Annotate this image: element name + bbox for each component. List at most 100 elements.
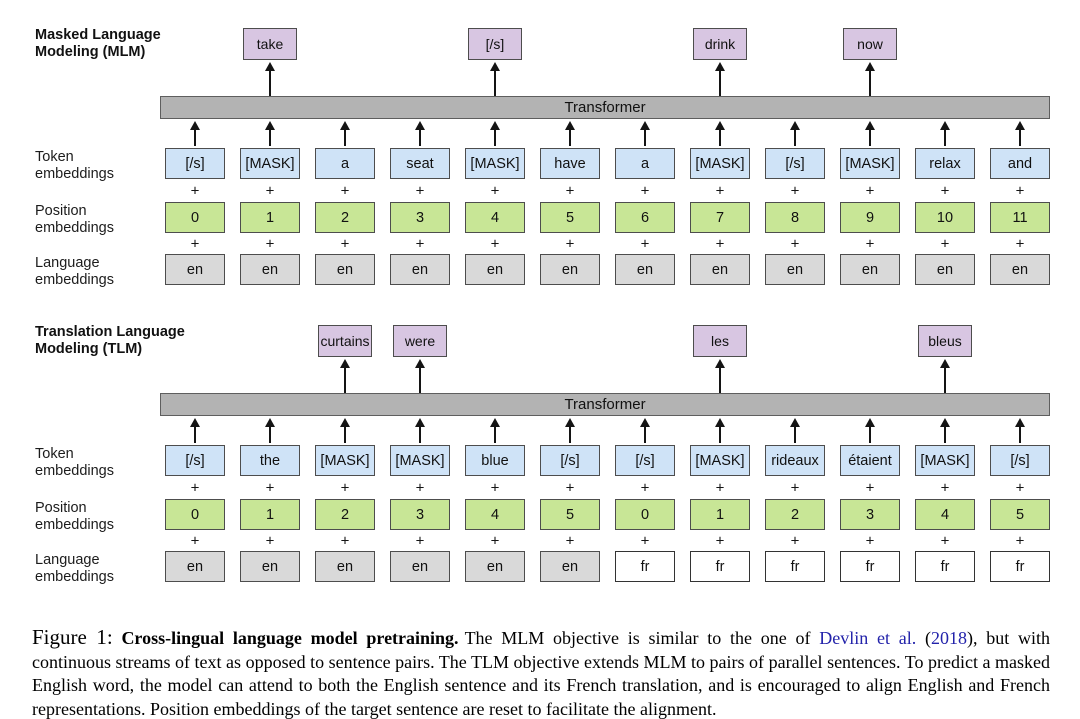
prediction-box: now [843, 28, 897, 60]
token-box: [MASK] [465, 148, 525, 179]
token-box: [MASK] [390, 445, 450, 476]
language-box: en [315, 551, 375, 582]
language-box: en [990, 254, 1050, 285]
language-box: fr [615, 551, 675, 582]
plus-sign: + [790, 532, 800, 549]
arrow-head [340, 359, 350, 368]
input-arrow [865, 418, 875, 443]
caption-bold-title: Cross-lingual language model pretraining… [121, 628, 459, 648]
arrow-head [565, 418, 575, 427]
arrow-shaft [644, 424, 646, 443]
arrow-head [415, 418, 425, 427]
arrow-head [490, 418, 500, 427]
language-box: fr [840, 551, 900, 582]
plus-sign: + [565, 479, 575, 496]
language-box: en [390, 254, 450, 285]
arrow-head [1015, 121, 1025, 130]
prediction-arrow [940, 359, 950, 393]
plus-sign: + [640, 532, 650, 549]
caption-body-after-cite: , but with continuous streams of text as… [32, 628, 1051, 719]
token-box: [/s] [615, 445, 675, 476]
prediction-box: les [693, 325, 747, 357]
input-arrow [340, 121, 350, 146]
citation-year-link[interactable]: 2018 [931, 628, 967, 648]
plus-sign: + [1015, 182, 1025, 199]
arrow-shaft [419, 365, 421, 393]
token-box: [/s] [765, 148, 825, 179]
arrow-head [415, 359, 425, 368]
plus-sign: + [715, 235, 725, 252]
plus-sign: + [190, 182, 200, 199]
plus-sign: + [1015, 532, 1025, 549]
arrow-shaft [569, 424, 571, 443]
prediction-arrow [265, 62, 275, 96]
arrow-shaft [719, 424, 721, 443]
citation-authors-link[interactable]: Devlin et al. [819, 628, 917, 648]
token-box: blue [465, 445, 525, 476]
token-box: a [615, 148, 675, 179]
arrow-head [1015, 418, 1025, 427]
arrow-shaft [269, 68, 271, 96]
plus-sign: + [265, 182, 275, 199]
plus-sign: + [940, 479, 950, 496]
arrow-head [190, 121, 200, 130]
arrow-shaft [944, 127, 946, 146]
language-box: en [615, 254, 675, 285]
input-arrow [565, 418, 575, 443]
input-arrow [1015, 418, 1025, 443]
plus-sign: + [490, 532, 500, 549]
arrow-head [790, 121, 800, 130]
input-arrow [490, 121, 500, 146]
input-arrow [265, 418, 275, 443]
prediction-arrow [490, 62, 500, 96]
arrow-shaft [269, 424, 271, 443]
position-box: 5 [990, 499, 1050, 530]
language-box: en [765, 254, 825, 285]
arrow-shaft [569, 127, 571, 146]
input-arrow [940, 418, 950, 443]
language-box: en [690, 254, 750, 285]
plus-sign: + [415, 235, 425, 252]
position-box: 11 [990, 202, 1050, 233]
position-box: 1 [240, 499, 300, 530]
arrow-shaft [794, 127, 796, 146]
plus-sign: + [715, 479, 725, 496]
input-arrow [640, 121, 650, 146]
arrow-head [940, 359, 950, 368]
plus-sign: + [940, 235, 950, 252]
arrow-head [415, 121, 425, 130]
input-arrow [415, 121, 425, 146]
prediction-arrow [415, 359, 425, 393]
language-box: fr [690, 551, 750, 582]
language-box: en [165, 551, 225, 582]
plus-sign: + [640, 235, 650, 252]
arrow-head [865, 62, 875, 71]
arrow-head [265, 121, 275, 130]
input-arrow [490, 418, 500, 443]
language-box: en [240, 551, 300, 582]
figure-number-label: Figure 1: [32, 625, 113, 649]
arrow-shaft [269, 127, 271, 146]
arrow-shaft [869, 68, 871, 96]
token-box: rideaux [765, 445, 825, 476]
mlm-transformer-bar: Transformer [160, 96, 1050, 119]
language-box: fr [990, 551, 1050, 582]
arrow-head [715, 62, 725, 71]
input-arrow [640, 418, 650, 443]
token-box: seat [390, 148, 450, 179]
arrow-shaft [344, 365, 346, 393]
arrow-shaft [719, 365, 721, 393]
plus-sign: + [865, 235, 875, 252]
token-box: étaient [840, 445, 900, 476]
arrow-head [340, 121, 350, 130]
arrow-head [640, 121, 650, 130]
prediction-box: take [243, 28, 297, 60]
plus-sign: + [715, 182, 725, 199]
plus-sign: + [265, 479, 275, 496]
input-arrow [790, 121, 800, 146]
language-box: fr [765, 551, 825, 582]
plus-sign: + [790, 235, 800, 252]
position-box: 4 [915, 499, 975, 530]
